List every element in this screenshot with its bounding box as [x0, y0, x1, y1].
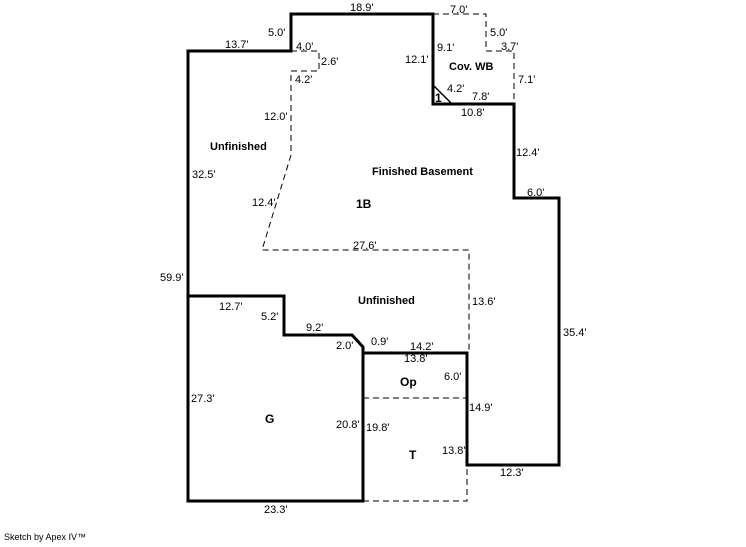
dimension-label: 9.1': [437, 42, 454, 54]
dimension-label: 9.2': [306, 322, 323, 334]
dimension-label: 5.0': [268, 27, 285, 39]
dimension-label: 27.3': [191, 393, 215, 405]
outer-wall: [186, 12, 561, 503]
sketch-credit: Sketch by Apex IV™: [4, 532, 87, 542]
dimension-label: 13.6': [472, 296, 496, 308]
dimension-label: 32.5': [192, 169, 216, 181]
dimension-label: 0.9': [371, 336, 388, 348]
dimension-label: 4.2': [295, 74, 312, 86]
marker-triangle: [432, 84, 453, 105]
dimension-label: 14.2': [410, 341, 434, 353]
dimension-label: 12.4': [516, 147, 540, 159]
dimension-label: 20.8': [336, 419, 360, 431]
dimension-label: 6.0': [444, 371, 461, 383]
dimension-label: 4.0': [296, 41, 313, 53]
dimension-label: 2.6': [321, 56, 338, 68]
room-label-unfinished-mid: Unfinished: [358, 295, 415, 307]
dimension-label: 13.8': [442, 445, 466, 457]
room-label-cov-wb: Cov. WB: [449, 61, 493, 73]
dimension-label: 12.7': [219, 301, 243, 313]
dimension-label: 5.2': [261, 311, 278, 323]
dimension-label: 7.8': [472, 91, 489, 103]
dimension-label: 23.3': [264, 504, 288, 516]
garage-wall: [186, 294, 365, 503]
dimension-label: 19.8': [366, 422, 390, 434]
dimension-label: 7.1': [518, 74, 535, 86]
dimension-label: 7.0': [450, 4, 467, 16]
dimension-label: 3.7': [501, 41, 518, 53]
dimension-label: 18.9': [350, 2, 374, 14]
dimension-label: 14.9': [469, 402, 493, 414]
room-label-terrace: T: [409, 448, 417, 462]
dimension-label: 5.0': [490, 27, 507, 39]
dimension-label: 12.3': [500, 467, 524, 479]
cov-wb-outline: [433, 13, 515, 104]
dimension-label: 12.4': [252, 197, 276, 209]
room-label-garage: G: [265, 412, 274, 426]
dimension-label: 13.8': [404, 353, 428, 365]
dimension-label: 12.1': [405, 54, 429, 66]
dimension-label: 59.9': [160, 272, 184, 284]
room-label-unfinished-top: Unfinished: [210, 141, 267, 153]
marker-label-1: 1: [435, 91, 442, 105]
dimension-label: 12.0': [264, 111, 288, 123]
dimension-label: 10.8': [461, 107, 485, 119]
notch-outline: [261, 50, 470, 353]
room-label-porch: Op: [400, 375, 417, 389]
dimension-label: 2.0': [336, 340, 353, 352]
dimension-label: 6.0': [527, 187, 544, 199]
dimension-label: 27.6': [353, 240, 377, 252]
dimension-label: 13.7': [225, 39, 249, 51]
dimension-label: 35.4': [563, 327, 587, 339]
room-label-area-code: 1B: [356, 197, 372, 211]
dimension-label: 4.2': [447, 83, 464, 95]
terrace-outline: [363, 465, 468, 502]
room-label-finished-basement: Finished Basement: [372, 166, 473, 178]
